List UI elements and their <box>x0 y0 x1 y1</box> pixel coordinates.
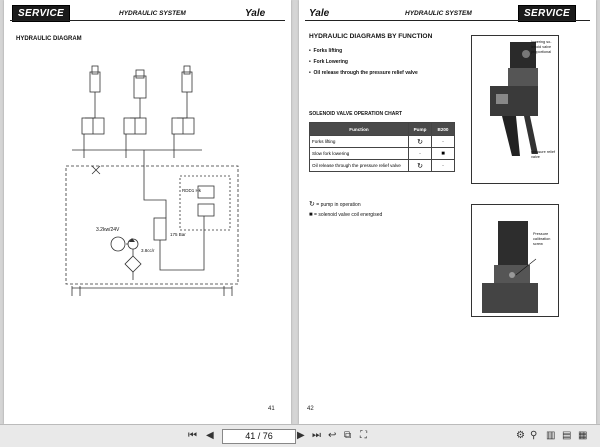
two-page-icon[interactable]: ▥ <box>546 430 556 441</box>
photo-calibration-screw <box>471 204 559 317</box>
pump-icon: ↻ <box>408 159 432 172</box>
bullet-item: • Fork Lowering <box>309 59 348 65</box>
right-page: Yale HYDRAULIC SYSTEM SERVICE HYDRAULIC … <box>299 0 596 424</box>
calibration-label: Pressure calibration screw <box>533 232 551 246</box>
chart-header-row: Function Pump B200 <box>309 122 455 136</box>
motor-label: 3.2kw/24V <box>96 227 120 233</box>
pump-label: 3.8cc/r <box>141 248 155 253</box>
legend-pump: ↻ = pump in operation <box>309 201 361 208</box>
single-page-icon[interactable]: ▤ <box>562 430 572 441</box>
solenoid-chart: Function Pump B200 Forks lifting ↻ - Slo… <box>309 122 455 172</box>
chart-header: Function <box>309 122 409 136</box>
relief-label: 175 Bar <box>170 232 186 237</box>
hydraulic-diagram <box>65 65 239 296</box>
fullscreen-icon[interactable]: ⛶ <box>360 430 367 441</box>
zoom-icon[interactable]: ⚲ <box>530 430 538 441</box>
page-number-right: 42 <box>307 406 314 412</box>
header-rule <box>10 20 285 21</box>
table-row: Forks lifting ↻ - <box>309 135 455 148</box>
bullet-item: • Forks lifting <box>309 48 343 54</box>
valve-label: RDD1 Hk <box>182 188 202 193</box>
chart-title: SOLENOID VALVE OPERATION CHART <box>309 111 403 117</box>
lowering-valve-label: lowering so- lenoid valve proportional <box>531 40 552 54</box>
back-icon[interactable]: ↩ <box>328 430 337 441</box>
coil-icon: ■ <box>431 147 455 160</box>
next-page-icon[interactable]: ▶ <box>297 430 305 441</box>
yale-logo: Yale <box>245 8 266 19</box>
yale-logo: Yale <box>309 8 330 19</box>
service-logo: SERVICE <box>518 5 577 22</box>
coil-icon: ■ <box>309 212 313 218</box>
section-title: HYDRAULIC DIAGRAM <box>16 36 82 42</box>
bullet-item: • Oil release through the pressure relie… <box>309 70 418 76</box>
relief-valve-label: pressure relief valve <box>531 150 556 159</box>
first-page-icon[interactable]: ⏮ <box>188 430 197 441</box>
fit-icon[interactable]: ▦ <box>578 430 588 441</box>
page-indicator-input[interactable]: 41 / 76 <box>222 429 296 444</box>
header-title: HYDRAULIC SYSTEM <box>119 10 186 17</box>
page-number-left: 41 <box>268 406 275 412</box>
pump-unit-image <box>490 42 538 156</box>
legend-valve: ■ = solenoid valve coil energised <box>309 212 383 218</box>
left-page: SERVICE HYDRAULIC SYSTEM Yale HYDRAULIC … <box>4 0 291 424</box>
pump-icon: ↻ <box>408 135 432 148</box>
photo-lowering-valve <box>471 35 559 184</box>
header-rule <box>305 20 590 21</box>
chart-header: Pump <box>408 122 432 136</box>
table-row: Oil release through the pressure relief … <box>309 159 455 172</box>
header-title: HYDRAULIC SYSTEM <box>405 10 472 17</box>
last-page-icon[interactable]: ⏭ <box>312 430 321 441</box>
chart-header: B200 <box>431 122 455 136</box>
bullet-list: • Forks lifting • Fork Lowering • Oil re… <box>309 46 418 79</box>
table-row: Slow fork lowering - ■ <box>309 147 455 160</box>
prev-page-icon[interactable]: ◀ <box>206 430 214 441</box>
pump-unit-image-2 <box>482 221 538 313</box>
settings-icon[interactable]: ⚙ <box>516 430 525 441</box>
service-logo: SERVICE <box>12 5 71 22</box>
function-title: HYDRAULIC DIAGRAMS BY FUNCTION <box>309 33 433 40</box>
viewer-toolbar: ⏮ ◀ 41 / 76 ▶ ⏭ ↩ ⧉ ⛶ ⚙ ⚲ ▥ ▤ ▦ <box>0 424 600 447</box>
copy-icon[interactable]: ⧉ <box>344 430 352 441</box>
pump-icon: ↻ <box>309 201 315 208</box>
